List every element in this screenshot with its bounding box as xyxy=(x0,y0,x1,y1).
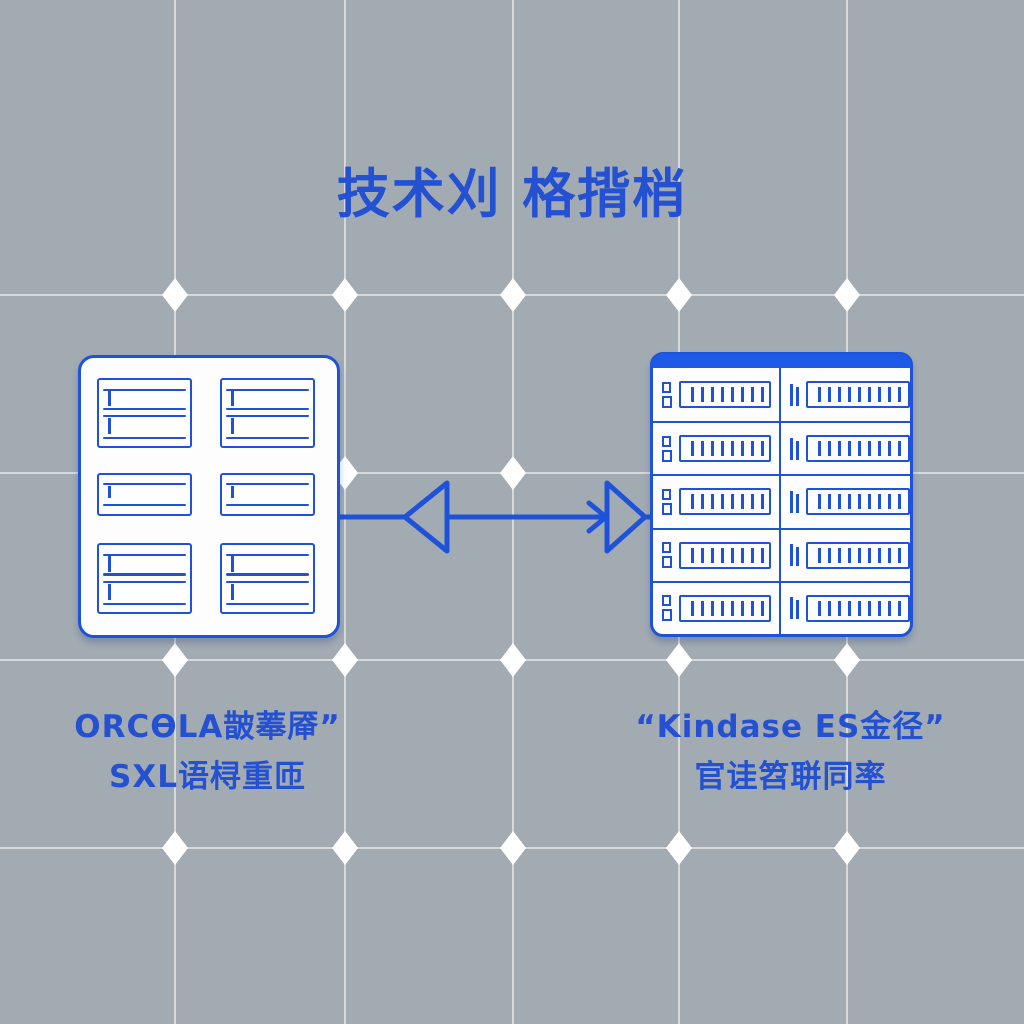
grid-node xyxy=(500,278,526,312)
grid-line-vertical xyxy=(344,0,346,1024)
barcode-box xyxy=(806,488,910,516)
right-caption-line1: “Kindase ES金径” xyxy=(635,709,946,745)
table-cell xyxy=(779,368,910,422)
record-table xyxy=(653,368,910,634)
card-stripe xyxy=(225,602,310,606)
card-tick xyxy=(231,555,234,572)
card-stripe xyxy=(102,580,187,583)
table-cell xyxy=(653,368,779,421)
double-bar-icon xyxy=(790,544,799,567)
barcode-box xyxy=(679,381,771,409)
card-stripe xyxy=(225,436,310,440)
right-panel-caption: “Kindase ES金径” 官诖笤聠同率 xyxy=(598,702,983,802)
card-tick xyxy=(108,555,111,572)
grid-line-vertical xyxy=(512,0,514,1024)
grid-node xyxy=(666,278,692,312)
record-bullet-icon xyxy=(662,435,672,462)
barcode-box xyxy=(806,435,910,463)
record-bullet-icon xyxy=(662,381,672,408)
record-bullet-icon xyxy=(662,595,672,622)
card-tick xyxy=(231,583,234,600)
striped-card xyxy=(220,378,315,448)
card-stripe xyxy=(225,580,310,583)
grid-node xyxy=(332,831,358,865)
record-bullet-icon xyxy=(662,542,672,569)
barcode-box xyxy=(679,541,771,569)
diagram-title: 技术刈 格揹梢 xyxy=(336,164,688,225)
double-arrow xyxy=(335,480,656,554)
card-stripe xyxy=(225,414,310,418)
grid-node xyxy=(162,278,188,312)
card-stripe xyxy=(225,388,310,392)
double-bar-icon xyxy=(790,490,799,513)
card-stripe xyxy=(102,553,187,557)
grid-node xyxy=(834,831,860,865)
table-cell xyxy=(779,474,910,528)
card-tick xyxy=(108,390,111,407)
card-stripe xyxy=(102,414,187,418)
grid-node xyxy=(162,643,188,677)
card-tick xyxy=(231,418,234,435)
double-bar-icon xyxy=(790,597,799,620)
card-tick xyxy=(108,485,111,498)
grid-node xyxy=(834,643,860,677)
card-stripe xyxy=(225,482,310,486)
barcode-box xyxy=(806,381,910,409)
barcode-box xyxy=(806,541,910,569)
grid-node xyxy=(332,278,358,312)
right-panel-header-bar xyxy=(652,354,911,368)
card-stripe xyxy=(102,503,187,507)
barcode-box xyxy=(679,435,771,463)
card-stripe xyxy=(225,503,310,507)
grid-node xyxy=(332,643,358,677)
striped-card xyxy=(220,543,315,614)
card-stripe xyxy=(102,573,187,576)
left-panel xyxy=(78,355,340,638)
right-arrowhead-icon xyxy=(604,480,648,554)
striped-card xyxy=(97,543,192,614)
table-cell xyxy=(779,580,910,634)
card-tick xyxy=(108,583,111,600)
table-cell xyxy=(779,421,910,475)
left-caption-line1: ORCƟLA皵菶厣” xyxy=(74,709,341,745)
table-cell xyxy=(653,527,779,581)
table-cell xyxy=(779,527,910,581)
striped-card xyxy=(220,473,315,516)
grid-node xyxy=(162,831,188,865)
grid-node xyxy=(666,831,692,865)
card-stripe xyxy=(102,388,187,392)
table-cell xyxy=(653,421,779,474)
barcode-box xyxy=(679,488,771,516)
table-cell xyxy=(653,474,779,527)
card-tick xyxy=(231,485,234,498)
card-stripe xyxy=(102,482,187,486)
card-stripe xyxy=(102,436,187,440)
double-bar-icon xyxy=(790,383,799,406)
striped-card xyxy=(97,473,192,516)
double-bar-icon xyxy=(790,437,799,460)
grid-node xyxy=(666,643,692,677)
grid-node xyxy=(500,643,526,677)
grid-node xyxy=(834,278,860,312)
left-caption-line2: SXL语桪重匝 xyxy=(109,759,306,795)
card-tick xyxy=(231,390,234,407)
barcode-box xyxy=(806,594,910,622)
record-bullet-icon xyxy=(662,488,672,515)
striped-card xyxy=(97,378,192,448)
left-panel-caption: ORCƟLA皵菶厣” SXL语桪重匝 xyxy=(30,702,385,802)
card-stripe xyxy=(102,602,187,606)
card-tick xyxy=(108,418,111,435)
grid-node xyxy=(500,831,526,865)
left-arrowhead-icon xyxy=(402,480,450,554)
card-stripe xyxy=(225,573,310,576)
barcode-box xyxy=(679,594,771,622)
right-panel xyxy=(650,352,913,637)
right-caption-line2: 官诖笤聠同率 xyxy=(694,759,887,795)
card-stripe xyxy=(225,553,310,557)
table-cell xyxy=(653,580,779,634)
card-stripe xyxy=(102,407,187,411)
card-stripe xyxy=(225,407,310,411)
